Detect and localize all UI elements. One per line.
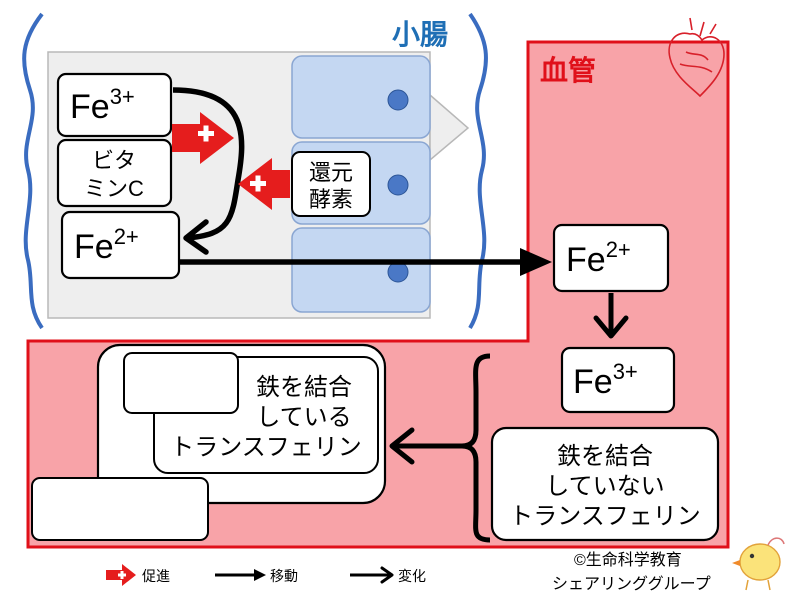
bound-transferrin-line2: している <box>256 404 351 431</box>
fe-symbol: Fe <box>74 228 114 266</box>
bound-transferrin-line3: トランスフェリン <box>170 434 362 461</box>
change-arrow-down-head <box>593 315 629 339</box>
change-arrow-left-head <box>389 427 415 465</box>
intestine-lumen-pointer <box>429 93 470 162</box>
blood-fe3-box: Fe3+ <box>560 346 676 414</box>
reductase-line2: 酵素 <box>309 187 353 212</box>
change-arrow-head <box>183 219 209 255</box>
intestine-left-brace <box>22 12 44 330</box>
vitamin-c-line1: ビタ <box>92 148 136 173</box>
intestine-right-brace <box>468 12 488 330</box>
legend-change-label: 変化 <box>398 568 426 584</box>
vessel-label: 血管 <box>540 54 596 86</box>
unbound-transferrin-line3: トランスフェリン <box>509 503 701 530</box>
unbound-transferrin-box: 鉄を結合 していない トランスフェリン <box>490 426 720 542</box>
svg-text:Fe2+: Fe2+ <box>74 224 139 266</box>
blood-fe2-box: Fe2+ <box>552 223 670 293</box>
legend-move-head <box>254 569 266 581</box>
epithelial-cell-3 <box>291 227 431 313</box>
reductase-box: 還元 酵素 <box>291 151 371 217</box>
svg-text:Fe2+: Fe2+ <box>566 237 631 279</box>
svg-text:Fe3+: Fe3+ <box>70 84 135 126</box>
credit-line1: ©生命科学教育 <box>574 551 682 569</box>
legend-move-label: 移動 <box>270 568 298 584</box>
intestine-fe2-box: Fe2+ <box>60 210 181 280</box>
unbound-transferrin-line1: 鉄を結合 <box>557 443 653 470</box>
fe-charge: 2+ <box>114 224 139 249</box>
promote-arrow-reductase <box>238 158 290 210</box>
chick-mascot-icon <box>732 537 785 591</box>
heart-icon <box>668 17 725 98</box>
svg-text:Fe3+: Fe3+ <box>573 359 638 401</box>
intestine-fe3-box: Fe3+ <box>56 72 173 138</box>
cell-nucleus-2 <box>387 174 409 196</box>
cell-nucleus-3 <box>387 261 409 283</box>
legend-promote-label: 促進 <box>142 568 170 584</box>
bound-iron-slot-top <box>123 352 239 414</box>
vitamin-c-box: ビタ ミンC <box>56 138 173 208</box>
epithelial-cell-1 <box>291 55 431 139</box>
promote-arrow-vitamin-c <box>172 112 234 164</box>
vitamin-c-line2: ミンC <box>84 176 144 201</box>
fe-charge: 3+ <box>110 84 135 109</box>
bound-transferrin-line1: 鉄を結合 <box>256 374 352 401</box>
cell-nucleus-1 <box>387 89 409 111</box>
fe-charge: 3+ <box>613 359 638 384</box>
legend-promote-icon <box>106 564 136 586</box>
credit-line2: シェアリンググループ <box>552 575 711 593</box>
move-arrow-head <box>520 248 552 276</box>
legend-change-head <box>380 566 394 584</box>
bound-transferrin-group: 鉄を結合 している トランスフェリン <box>31 343 387 541</box>
legend: 促進 移動 変化 <box>106 564 426 586</box>
intestine-label: 小腸 <box>392 19 448 50</box>
unbound-transferrin-line2: していない <box>545 473 664 500</box>
reductase-line1: 還元 <box>309 160 353 185</box>
bound-iron-slot-bottom <box>31 477 209 541</box>
fe-symbol: Fe <box>566 241 606 279</box>
change-arrow-fe3-to-fe2 <box>172 87 245 241</box>
fe-charge: 2+ <box>606 237 631 262</box>
fe-symbol: Fe <box>573 363 613 401</box>
fe-symbol: Fe <box>70 88 110 126</box>
